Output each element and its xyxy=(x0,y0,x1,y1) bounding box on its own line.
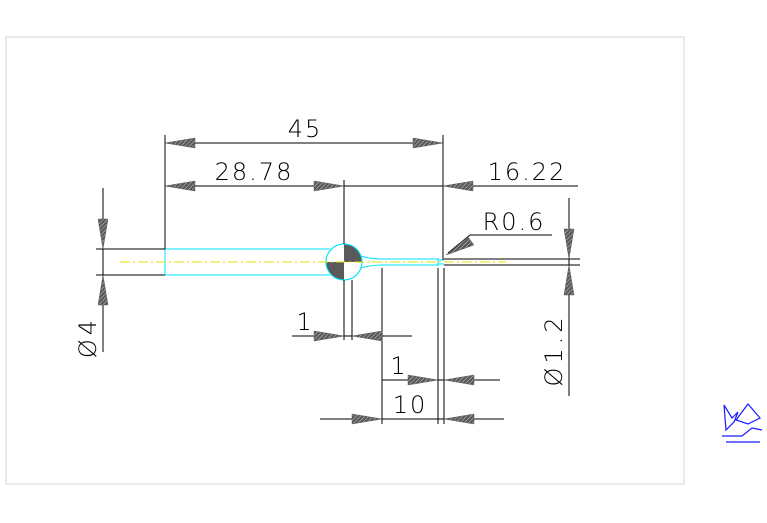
dim-tip-radius: R0.6 xyxy=(483,208,546,236)
dim-overall-length: 45 xyxy=(288,115,323,143)
dim-tip-gap: 1 xyxy=(390,352,405,380)
part-geometry[interactable] xyxy=(164,243,444,281)
dim-ball-gap: 1 xyxy=(296,308,311,336)
dim-left-length: 28.78 xyxy=(215,158,294,186)
dim-tip-diameter: Ø1.2 xyxy=(540,313,568,386)
arrowheads xyxy=(97,137,575,425)
dim-neck-length: 10 xyxy=(393,391,428,419)
dim-right-length: 16.22 xyxy=(488,158,567,186)
dim-shaft-diameter: Ø4 xyxy=(74,316,102,358)
ucs-icon[interactable] xyxy=(722,403,763,443)
